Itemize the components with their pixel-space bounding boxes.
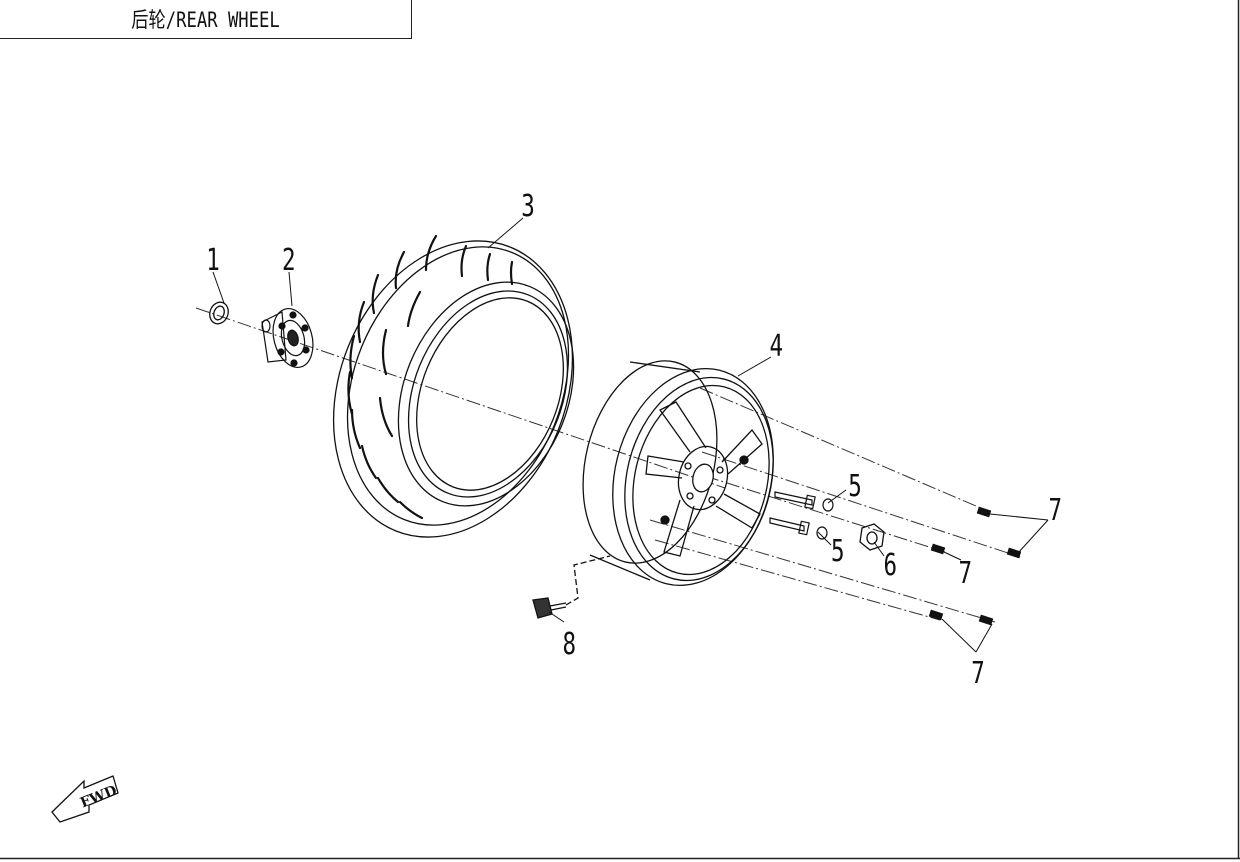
- diagram-title: 后轮/REAR WHEEL: [131, 8, 280, 32]
- callout-3: 3: [521, 189, 535, 224]
- leader-lines: [212, 217, 1049, 653]
- part-8-valve: [532, 555, 611, 619]
- callout-labels: 1 2 3 4 5 5 6 7 7 7 8: [206, 189, 1062, 691]
- callout-4: 4: [769, 329, 783, 364]
- part-1-washer: [209, 301, 229, 325]
- callout-7-lower: 7: [971, 656, 985, 691]
- callout-6: 6: [883, 548, 897, 583]
- part-6-nut: [859, 523, 885, 551]
- part-3-tire: [332, 234, 575, 538]
- title-box: 后轮/REAR WHEEL: [0, 0, 412, 39]
- callout-5-upper: 5: [848, 469, 862, 504]
- callout-1: 1: [206, 243, 220, 278]
- part-4-rim: [582, 360, 774, 587]
- callout-7-right: 7: [1048, 493, 1062, 528]
- callout-8: 8: [562, 627, 576, 662]
- callout-2: 2: [282, 243, 296, 278]
- callout-7-middle: 7: [958, 556, 972, 591]
- fwd-arrow-icon: FWD: [51, 775, 119, 823]
- callout-5-lower: 5: [831, 534, 845, 569]
- part-2-hub-flange: [261, 308, 314, 368]
- part-5-bolts: [769, 491, 834, 540]
- part-7-bolts: [928, 506, 1022, 626]
